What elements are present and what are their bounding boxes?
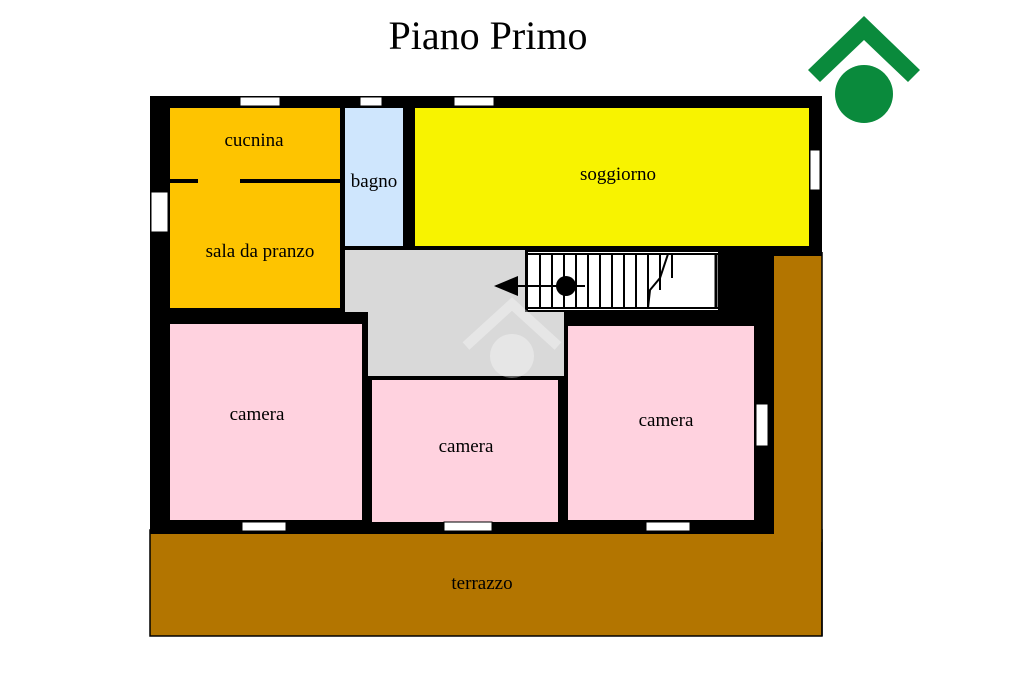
room-label-sala-da-pranzo: sala da pranzo — [206, 241, 315, 262]
room-label-cucnina: cucnina — [224, 130, 284, 151]
room-label-camera-left: camera — [230, 404, 285, 425]
bedroom-middle — [372, 380, 558, 522]
house-circle-logo-icon — [808, 16, 920, 123]
kitchen-dining-room — [170, 108, 340, 308]
windows — [150, 96, 821, 532]
staircase — [494, 252, 718, 310]
room-label-bagno: bagno — [351, 171, 397, 192]
bedroom-left — [170, 324, 362, 520]
room-label-soggiorno: soggiorno — [580, 164, 656, 185]
living-room — [415, 108, 809, 246]
page-title: Piano Primo — [388, 13, 588, 58]
room-label-terrazzo: terrazzo — [451, 573, 512, 594]
hallway — [345, 250, 525, 312]
room-label-camera-right: camera — [639, 410, 694, 431]
room-label-camera-middle: camera — [439, 436, 494, 457]
watermark-logo-icon — [462, 297, 562, 378]
hallway-lower — [368, 312, 564, 376]
bedroom-right — [568, 326, 754, 520]
bathroom-room — [345, 108, 403, 246]
